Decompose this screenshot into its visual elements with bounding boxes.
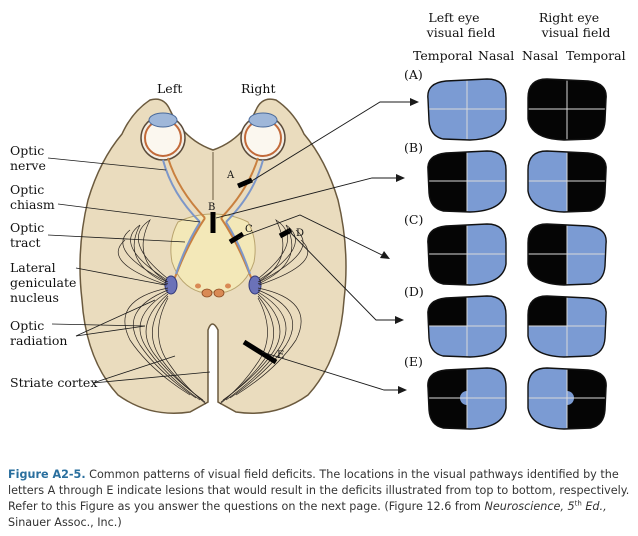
field-row-b: (B)	[404, 140, 607, 213]
field-row-e: (E)	[404, 354, 607, 430]
optic-tract-label: Optic tract	[10, 220, 48, 250]
caption-text: Common patterns of visual field deficits…	[8, 468, 630, 513]
field-row-label: (D)	[404, 284, 424, 299]
right-eye-field	[528, 296, 607, 357]
caption-edition-rest: Ed.,	[581, 500, 607, 513]
field-row-label: (A)	[404, 67, 423, 82]
mammillary-body-left	[201, 288, 213, 298]
right-eye-field-outline	[527, 295, 607, 358]
col-nasal-left: Nasal	[478, 48, 514, 63]
left-side-label: Left	[157, 81, 182, 96]
field-row-d: (D)	[404, 284, 607, 358]
lesion-label-e: E	[277, 350, 284, 361]
optic-chiasm-label: Optic chiasm	[10, 182, 55, 212]
left-eye-field	[427, 224, 506, 285]
optic-nerve-label: Optic nerve	[10, 143, 48, 173]
lesion-label-a: A	[226, 170, 235, 181]
caption-edition-sup: th	[574, 499, 582, 508]
leader-lines	[47, 157, 211, 384]
optic-pathways	[162, 157, 264, 285]
right-eyeball	[240, 112, 286, 161]
col-nasal-right: Nasal	[522, 48, 558, 63]
left-eye-field	[427, 296, 506, 357]
mammillary-body-right	[213, 288, 225, 298]
left-eye-field-outline	[427, 367, 507, 430]
lateral-geniculate-nucleus-right	[248, 275, 262, 295]
left-eye-field-header: Left eye visual field	[426, 10, 496, 40]
figure-caption: Figure A2-5. Common patterns of visual f…	[8, 467, 632, 531]
caption-figure-label: Figure A2-5.	[8, 468, 86, 481]
right-side-label: Right	[241, 81, 276, 96]
field-row-label: (C)	[404, 212, 423, 227]
field-row-a: (A)	[404, 67, 607, 141]
right-eye-field	[528, 79, 607, 140]
lesion-label-d: D	[296, 228, 304, 239]
left-eye-field-outline	[427, 223, 507, 286]
right-eye-field-outline	[527, 223, 607, 286]
field-row-c: (C)	[404, 212, 607, 286]
optic-radiation-label: Optic radiation	[10, 318, 67, 348]
left-eye-field	[427, 151, 506, 212]
right-eye-field	[528, 368, 607, 429]
right-eye-field-outline	[527, 78, 607, 141]
lateral-geniculate-nucleus-label: Lateral geniculate nucleus	[10, 260, 80, 305]
caption-book-title: Neuroscience,	[484, 500, 568, 513]
left-eye-field-outline	[427, 150, 507, 213]
left-eyeball	[140, 112, 186, 161]
lesion-arrows	[215, 101, 412, 391]
col-temporal-left: Temporal	[413, 48, 473, 63]
left-eye-field	[427, 79, 506, 140]
left-eye-field-outline	[427, 78, 507, 141]
left-eye-field-outline	[427, 295, 507, 358]
visual-pathway-figure: A B C D E Left Right Optic nerve Optic c…	[10, 10, 626, 430]
col-temporal-right: Temporal	[566, 48, 626, 63]
right-eye-field-outline	[527, 367, 607, 430]
field-row-label: (B)	[404, 140, 423, 155]
right-eye-field-outline	[527, 150, 607, 213]
caption-publisher: Sinauer Assoc., Inc.)	[8, 516, 122, 529]
arrow-heads	[380, 98, 419, 394]
lesion-label-c: C	[245, 224, 253, 235]
visual-field-rows: (A) (B) (C) (D) (E)	[404, 67, 607, 430]
caption-edition-number: 5	[567, 500, 575, 513]
optic-radiation-right	[219, 218, 309, 405]
right-eye-field	[528, 224, 607, 285]
striate-cortex-label: Striate cortex	[10, 375, 97, 390]
field-row-label: (E)	[404, 354, 423, 369]
left-eye-field	[427, 368, 506, 429]
lesion-markers	[210, 177, 293, 365]
lesion-label-b: B	[208, 202, 215, 213]
right-eye-field-header: Right eye visual field	[539, 10, 611, 40]
right-eye-field	[528, 151, 607, 212]
